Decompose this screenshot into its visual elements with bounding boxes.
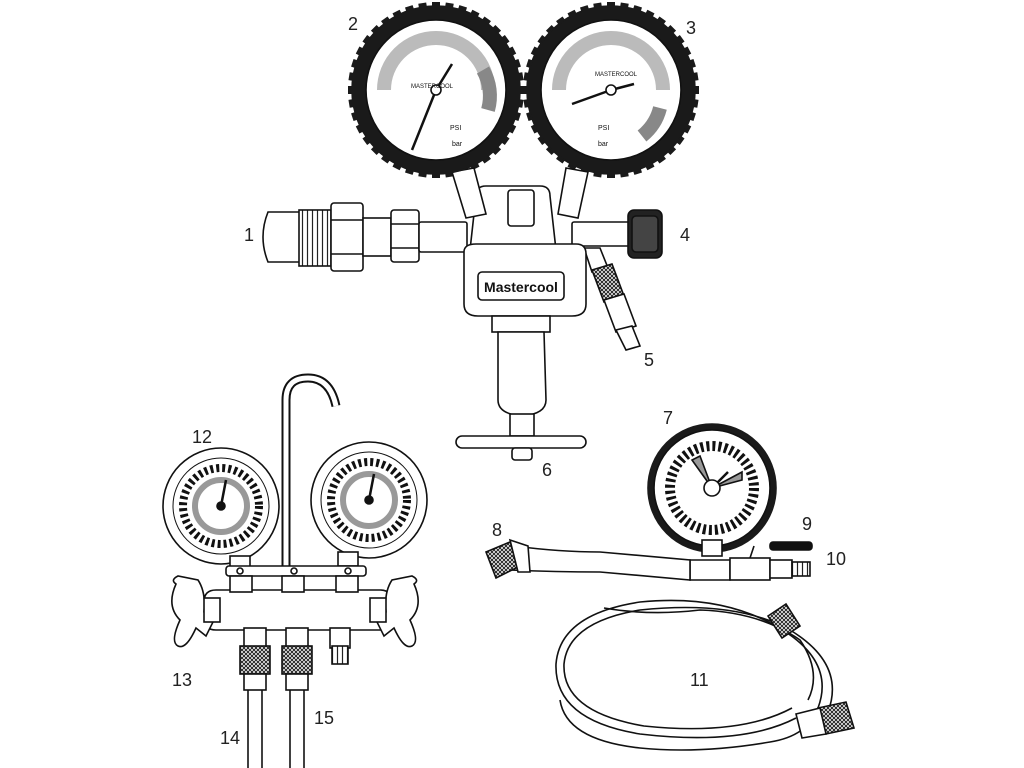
callout-3: 3 [686, 18, 696, 38]
nitrogen-regulator: Mastercool /* teeth generated below */ M… [262, 5, 696, 461]
relief-hose-fitting [582, 247, 642, 351]
outlet-valve [571, 209, 663, 259]
right-gauge-unit2: bar [598, 141, 609, 148]
test-gauge-assembly [484, 423, 813, 581]
left-gauge-unit2: bar [452, 141, 463, 148]
callout-1: 1 [244, 225, 254, 245]
test-gauge [647, 423, 777, 557]
callout-2: 2 [348, 14, 358, 34]
callout-4: 4 [680, 225, 690, 245]
inlet-pressure-gauge: /* teeth generated below */ MASTERCOOL P… [351, 5, 521, 175]
callout-7: 7 [663, 408, 673, 428]
manifold-gauge-set [162, 373, 428, 768]
inlet-fitting [262, 202, 468, 272]
high-side-valve-knob [369, 575, 419, 648]
right-gauge-unit: PSI [598, 125, 609, 132]
callout-6: 6 [542, 460, 552, 480]
left-gauge-maker: MASTERCOOL [411, 84, 454, 90]
left-gauge-unit: PSI [450, 125, 461, 132]
callout-12: 12 [192, 427, 212, 447]
outlet-pressure-gauge: MASTERCOOL PSI bar [526, 5, 696, 175]
callout-10: 10 [826, 549, 846, 569]
callout-labels: 1 2 3 4 5 6 7 8 9 10 11 12 13 14 15 [172, 14, 846, 748]
low-side-valve-knob [171, 575, 221, 648]
high-side-gauge [310, 441, 428, 567]
low-side-gauge [162, 447, 280, 571]
callout-15: 15 [314, 708, 334, 728]
t-handle [455, 435, 587, 449]
callout-13: 13 [172, 670, 192, 690]
callout-11: 11 [690, 670, 709, 690]
callout-14: 14 [220, 728, 240, 748]
callout-8: 8 [492, 520, 502, 540]
callout-5: 5 [644, 350, 654, 370]
regulator-body: Mastercool [455, 185, 587, 461]
charging-hose [555, 599, 856, 751]
right-gauge-maker: MASTERCOOL [595, 72, 638, 78]
callout-9: 9 [802, 514, 812, 534]
brand-label: Mastercool [484, 279, 558, 295]
